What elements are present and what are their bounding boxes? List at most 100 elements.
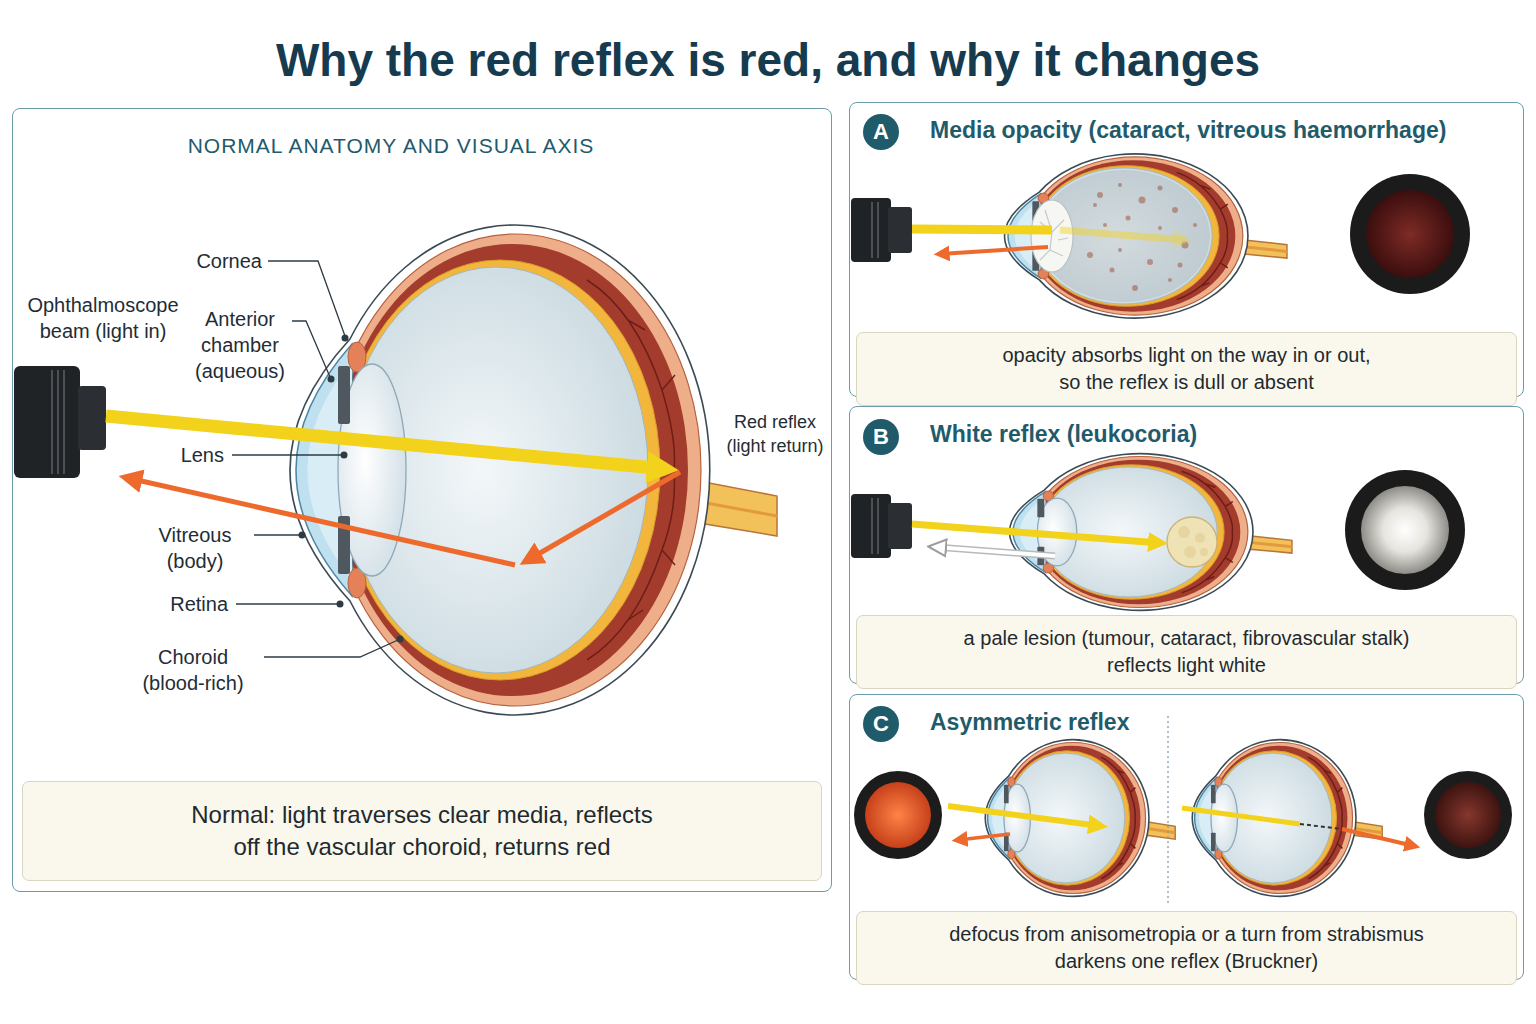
ophthalmoscope-nozzle (78, 386, 106, 450)
eye-cross-section (290, 225, 777, 715)
eye-cross-section (1192, 740, 1382, 897)
deflected-beam (1342, 829, 1414, 846)
haemorrhage-spots (1172, 207, 1178, 213)
condition-panel: Asymmetric reflex Cdefocus from anisometr… (849, 694, 1524, 980)
haemorrhage-spots (1178, 263, 1183, 268)
white-reflex (1361, 486, 1449, 574)
haemorrhage-spots (1097, 192, 1103, 198)
part-label: Vitreous (body) (140, 522, 250, 574)
haemorrhage-spots (1110, 268, 1115, 273)
lesion-texture (1178, 526, 1190, 538)
reflected-beam (528, 472, 680, 560)
cataract-lens (1031, 200, 1073, 272)
panel-heading: Media opacity (cataract, vitreous haemor… (930, 116, 1446, 144)
dull-reflex (1366, 190, 1454, 278)
pale-lesion (1167, 517, 1217, 567)
leader-line (254, 534, 300, 535)
caption-box: opacity absorbs light on the way in or o… (856, 332, 1517, 406)
ophthalmoscope (14, 366, 106, 478)
incoming-beam (912, 524, 1160, 543)
haemorrhage-spots (1118, 183, 1122, 187)
caption-box: defocus from anisometropia or a turn fro… (856, 911, 1517, 985)
leader-dot (342, 335, 349, 342)
off-axis-path (1300, 824, 1342, 829)
lesion-texture (1200, 548, 1208, 556)
incoming-beam (912, 229, 1052, 230)
lesion-texture (1195, 533, 1205, 543)
leader-dot (341, 452, 348, 459)
leader-dot (299, 532, 306, 539)
incoming-beam (1182, 808, 1300, 824)
badge-letter: C (873, 712, 889, 736)
dark-reflex (1435, 782, 1501, 848)
caption-text: opacity absorbs light on the way in or o… (992, 342, 1382, 396)
badge-circle: C (863, 706, 899, 742)
panel-b-illustration (851, 454, 1465, 611)
haemorrhage-spots (1126, 216, 1131, 221)
ophthalmoscope-body (851, 494, 891, 558)
leader-line (232, 454, 342, 455)
caption-text: Normal: light traverses clear media, ref… (187, 799, 657, 863)
ophthalmoscope-ridges (872, 202, 878, 258)
leader-dot (397, 636, 404, 643)
leader-line (268, 261, 345, 336)
haemorrhage-spots (1158, 186, 1163, 191)
pupil-ring (1345, 470, 1465, 590)
bright-reflex (865, 782, 931, 848)
leader-line (264, 640, 398, 657)
leader-dots (299, 335, 404, 643)
ophthalmoscope-ridges (52, 370, 64, 474)
caption-text: defocus from anisometropia or a turn fro… (937, 921, 1437, 975)
haemorrhage-spots (1139, 197, 1146, 204)
white-return-beam (935, 547, 1055, 556)
caption-box: Normal: light traverses clear media, ref… (22, 781, 822, 881)
haemorrhage-spots (1132, 285, 1138, 291)
part-label: Choroid (blood-rich) (128, 644, 258, 696)
part-label: Red reflex (light return) (720, 410, 830, 458)
part-label: Retina (150, 591, 228, 617)
white-return-outline (935, 547, 1055, 556)
ophthalmoscope-body (14, 366, 80, 478)
lesion-texture (1178, 526, 1208, 558)
ophthalmoscope-body (851, 198, 891, 262)
condition-panel: Media opacity (cataract, vitreous haemor… (849, 102, 1524, 397)
reflected-beam (958, 834, 1010, 840)
absorbed-beam (1060, 230, 1185, 240)
incoming-beam (948, 806, 1100, 826)
diagram-title: Why the red reflex is red, and why it ch… (0, 32, 1536, 88)
leader-line (292, 321, 330, 377)
badge-letter: A (873, 120, 889, 144)
badge-circle: A (863, 114, 899, 150)
part-label: Lens (150, 442, 224, 468)
haemorrhage-spots (1193, 223, 1197, 227)
leader-dot (328, 376, 335, 383)
haemorrhage-spots (1168, 278, 1172, 282)
haemorrhage-spots (1118, 248, 1122, 252)
divider-line (1167, 716, 1168, 905)
part-label: Cornea (170, 248, 262, 274)
haemorrhage-spots (1103, 223, 1107, 227)
badge-letter: B (873, 425, 889, 449)
reflected-beam (940, 247, 1048, 254)
panel-a-illustration (851, 154, 1470, 318)
caption-box: a pale lesion (tumour, cataract, fibrova… (856, 615, 1517, 689)
panel-heading: NORMAL ANATOMY AND VISUAL AXIS (101, 133, 681, 159)
eye-cross-section (985, 740, 1175, 897)
leader-dot (337, 601, 344, 608)
ophthalmoscope-nozzle (888, 207, 912, 253)
pupil-ring (1424, 771, 1512, 859)
haemorrhage-spots (1093, 203, 1097, 207)
haemorrhage-spots (1147, 259, 1153, 265)
part-label: Anterior chamber (aqueous) (190, 306, 290, 384)
incoming-beam (106, 416, 666, 469)
cataract-cracks (1040, 210, 1068, 260)
panel-heading: Asymmetric reflex (930, 708, 1129, 736)
badge-circle: B (863, 419, 899, 455)
lesion-texture (1184, 546, 1196, 558)
leader-line (236, 603, 338, 604)
panel-heading: White reflex (leukocoria) (930, 420, 1197, 448)
ophthalmoscope-ridges (872, 498, 878, 554)
haemorrhage-spots (1087, 252, 1093, 258)
